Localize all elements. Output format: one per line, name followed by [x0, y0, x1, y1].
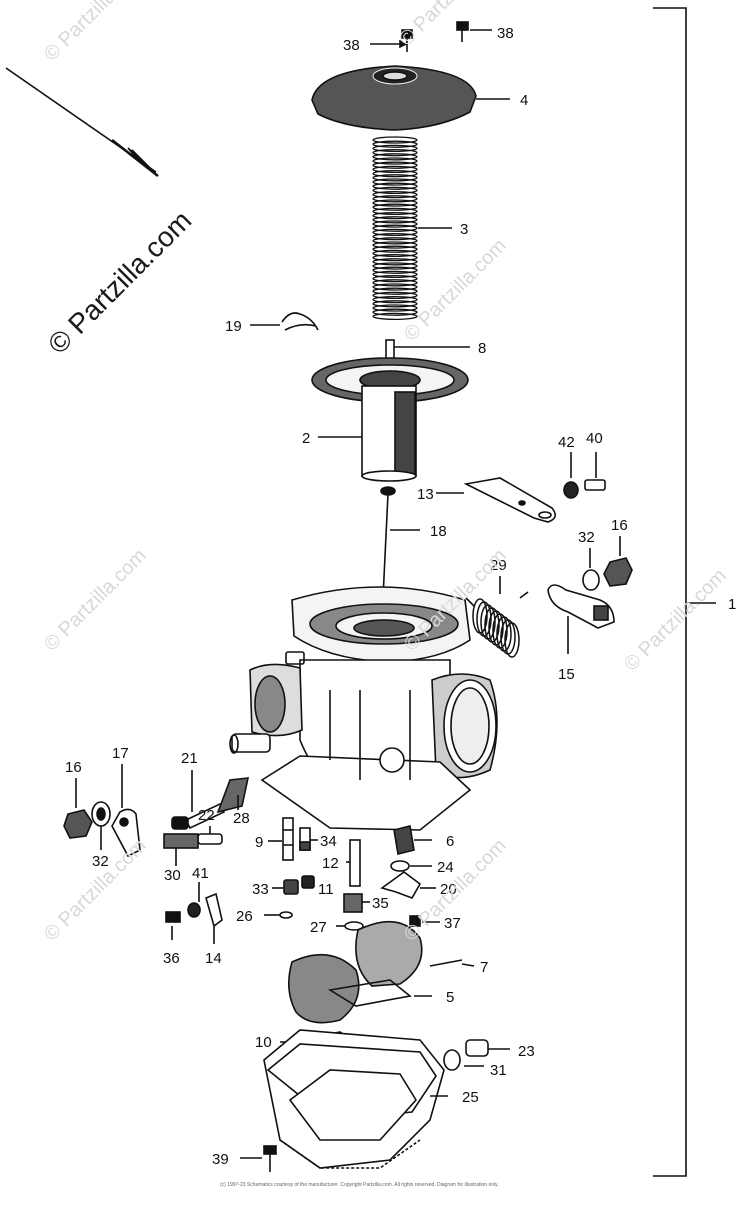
- jet-34: [299, 827, 318, 851]
- callout-21: 21: [181, 750, 198, 767]
- washer-32-right: [582, 548, 600, 591]
- float-5: [288, 920, 432, 1024]
- washer-32-left: [91, 801, 111, 850]
- plate-20: [380, 871, 436, 899]
- callout-39: 39: [212, 1151, 229, 1168]
- callout-32-right: 32: [578, 529, 595, 546]
- screw-22: [197, 826, 223, 845]
- callout-37: 37: [444, 915, 461, 932]
- spring-28: [216, 777, 250, 814]
- callout-34: 34: [320, 833, 337, 850]
- jet-35: [343, 893, 370, 913]
- callout-9: 9: [255, 834, 263, 851]
- direction-arrow: [5, 67, 159, 177]
- callout-31: 31: [490, 1062, 507, 1079]
- callout-labels: 38 38 4 3 19 8 2 42 40 13 18 32 16 29 15…: [65, 25, 736, 1168]
- lever-15: [547, 584, 615, 654]
- callout-13: 13: [417, 486, 434, 503]
- callout-27: 27: [310, 919, 327, 936]
- carburetor-body: [229, 586, 498, 831]
- callout-3: 3: [460, 221, 468, 238]
- callout-11: 11: [318, 881, 334, 898]
- screw-38-left: [370, 29, 413, 52]
- float-bowl-25: [263, 1029, 448, 1169]
- oring-27: [336, 921, 364, 931]
- screw-39: [240, 1145, 277, 1172]
- callout-10: 10: [255, 1034, 272, 1051]
- jet-11: [301, 875, 315, 889]
- callout-1: 1: [728, 596, 736, 613]
- washer-31: [443, 1049, 484, 1071]
- callout-4: 4: [520, 92, 528, 109]
- nut-42: [563, 452, 579, 499]
- callout-40: 40: [586, 430, 603, 447]
- callout-28: 28: [233, 810, 250, 827]
- nut-16-left: [63, 778, 93, 839]
- callout-23: 23: [518, 1043, 535, 1060]
- callout-35: 35: [372, 895, 389, 912]
- callout-14: 14: [205, 950, 222, 967]
- holder-8: [385, 339, 470, 361]
- screw-40: [584, 452, 606, 491]
- diaphragm-piston-2: [311, 357, 469, 482]
- top-cover-4: [311, 65, 510, 131]
- assembly-bracket: [653, 7, 716, 1177]
- callout-16-right: 16: [611, 517, 628, 534]
- callout-20: 20: [440, 881, 457, 898]
- callout-8: 8: [478, 340, 486, 357]
- spring-3: [372, 136, 418, 321]
- screw-36: [165, 911, 181, 940]
- callout-25: 25: [462, 1089, 479, 1106]
- callout-41: 41: [192, 865, 209, 882]
- screw-21: [171, 770, 226, 830]
- valve-6: [393, 825, 432, 855]
- clip-19: [250, 312, 319, 331]
- callout-2: 2: [302, 430, 310, 447]
- jet-9: [268, 817, 294, 861]
- nut-16-right: [603, 536, 633, 587]
- callout-7: 7: [480, 959, 488, 976]
- callout-18: 18: [430, 523, 447, 540]
- callout-19: 19: [225, 318, 242, 335]
- screw-37: [409, 915, 440, 927]
- screw-38-right: [456, 21, 492, 42]
- callout-6: 6: [446, 833, 454, 850]
- callout-36: 36: [163, 950, 180, 967]
- callout-12: 12: [322, 855, 339, 872]
- callout-33: 33: [252, 881, 269, 898]
- link-plate-13: [436, 477, 556, 523]
- callout-38-left: 38: [343, 37, 360, 54]
- callout-32-left: 32: [92, 853, 109, 870]
- bracket-14: [205, 892, 223, 944]
- washer-26: [264, 911, 293, 919]
- pin-7: [429, 959, 475, 967]
- callout-24: 24: [437, 859, 454, 876]
- spring-29: [465, 591, 529, 658]
- callout-30: 30: [164, 867, 181, 884]
- washer-41: [187, 882, 201, 918]
- callout-5: 5: [446, 989, 454, 1006]
- callout-16-left: 16: [65, 759, 82, 776]
- callout-42: 42: [558, 434, 575, 451]
- callout-29: 29: [490, 557, 507, 574]
- oring-24: [390, 860, 432, 872]
- needle-jet-12: [346, 839, 361, 887]
- arm-17: [111, 764, 141, 858]
- callout-22: 22: [198, 807, 215, 824]
- callout-17: 17: [112, 745, 129, 762]
- copyright-footer: (c) 1997-23 Schematics courtesy of the m…: [220, 1182, 499, 1188]
- jet-needle-18: [380, 486, 420, 599]
- spring-30: [163, 833, 199, 866]
- callout-26: 26: [236, 908, 253, 925]
- callout-15: 15: [558, 666, 575, 683]
- callout-38-right: 38: [497, 25, 514, 42]
- jet-33: [272, 879, 299, 895]
- screw-23: [465, 1039, 510, 1057]
